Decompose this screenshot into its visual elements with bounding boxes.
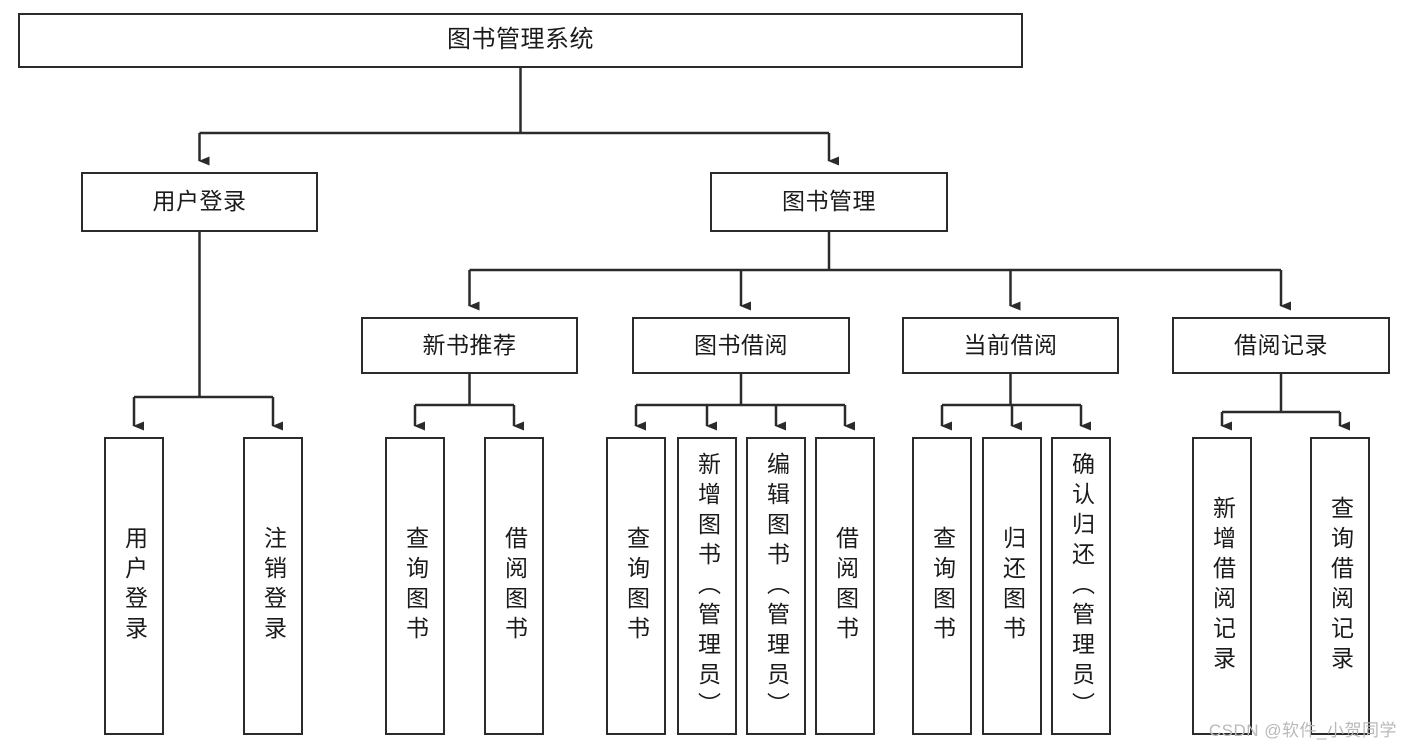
- node-label-leaf-edit-book: 编辑图书（管理员）: [763, 452, 790, 722]
- node-book-manage[interactable]: 图书管理: [710, 172, 948, 232]
- node-root[interactable]: 图书管理系统: [18, 13, 1023, 68]
- node-label-leaf-query-book-1: 查询图书: [402, 526, 429, 646]
- node-label-leaf-logout: 注销登录: [260, 526, 287, 646]
- node-label-leaf-query-book-3: 查询图书: [929, 526, 956, 646]
- node-label-leaf-return-book: 归还图书: [999, 526, 1026, 646]
- node-leaf-edit-book[interactable]: 编辑图书（管理员）: [746, 437, 806, 735]
- node-leaf-borrow-book-2[interactable]: 借阅图书: [815, 437, 875, 735]
- node-leaf-query-book-2[interactable]: 查询图书: [606, 437, 666, 735]
- node-leaf-logout[interactable]: 注销登录: [243, 437, 303, 735]
- node-label-user-login: 用户登录: [152, 188, 247, 215]
- node-label-leaf-query-book-2: 查询图书: [623, 526, 650, 646]
- node-label-leaf-add-record: 新增借阅记录: [1209, 496, 1236, 676]
- node-label-leaf-confirm-return: 确认归还（管理员）: [1068, 452, 1095, 722]
- node-label-borrow-record: 借阅记录: [1234, 331, 1328, 358]
- node-leaf-query-book-1[interactable]: 查询图书: [385, 437, 445, 735]
- node-label-leaf-borrow-book-1: 借阅图书: [501, 526, 528, 646]
- csdn-watermark: CSDN @软件_小贺同学: [1208, 721, 1397, 740]
- node-label-new-book-rec: 新书推荐: [422, 331, 517, 358]
- node-leaf-add-book[interactable]: 新增图书（管理员）: [677, 437, 737, 735]
- node-leaf-query-record[interactable]: 查询借阅记录: [1310, 437, 1370, 735]
- node-current-borrow[interactable]: 当前借阅: [902, 317, 1119, 374]
- node-leaf-query-book-3[interactable]: 查询图书: [912, 437, 972, 735]
- node-label-leaf-add-book: 新增图书（管理员）: [694, 452, 721, 722]
- node-user-login[interactable]: 用户登录: [81, 172, 318, 232]
- node-leaf-user-login[interactable]: 用户登录: [104, 437, 164, 735]
- node-leaf-return-book[interactable]: 归还图书: [982, 437, 1042, 735]
- node-borrow-record[interactable]: 借阅记录: [1172, 317, 1390, 374]
- node-leaf-add-record[interactable]: 新增借阅记录: [1192, 437, 1252, 735]
- node-label-book-borrow: 图书借阅: [694, 331, 788, 358]
- node-book-borrow[interactable]: 图书借阅: [632, 317, 850, 374]
- node-new-book-rec[interactable]: 新书推荐: [361, 317, 578, 374]
- node-label-root: 图书管理系统: [447, 26, 594, 54]
- node-label-leaf-borrow-book-2: 借阅图书: [832, 526, 859, 646]
- node-label-current-borrow: 当前借阅: [963, 331, 1058, 358]
- node-leaf-confirm-return[interactable]: 确认归还（管理员）: [1051, 437, 1111, 735]
- node-label-leaf-user-login: 用户登录: [121, 526, 148, 646]
- node-label-leaf-query-record: 查询借阅记录: [1327, 496, 1354, 676]
- node-leaf-borrow-book-1[interactable]: 借阅图书: [484, 437, 544, 735]
- node-label-book-manage: 图书管理: [782, 188, 876, 215]
